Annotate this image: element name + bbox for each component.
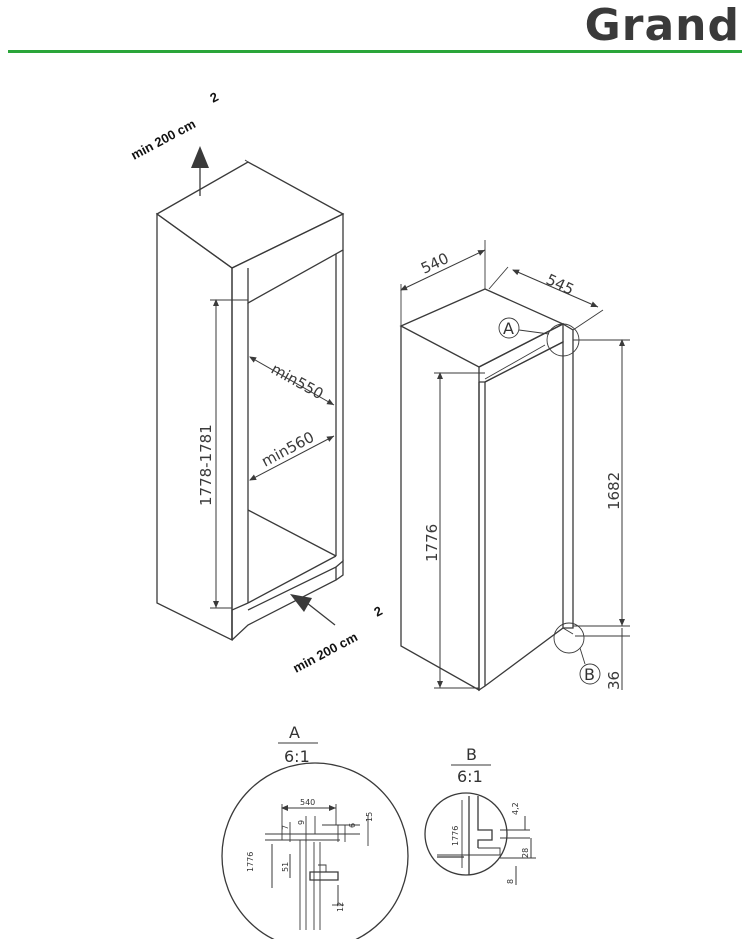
appliance-right-edge [562, 323, 574, 629]
vent-arrow-bottom [290, 594, 336, 626]
niche-height-label: 1778-1781 [197, 424, 215, 506]
niche-depth-dim-top [249, 356, 335, 406]
appliance-top [399, 288, 565, 368]
vent-label-bottom: min 200 cm [290, 629, 360, 675]
appliance-body [399, 288, 574, 692]
cabinet-top-band [231, 212, 344, 305]
detail-a-dim-12: 12 [336, 902, 345, 912]
vent-label-top: min 200 cm [128, 116, 198, 162]
detail-a-dim-6: 6 [348, 823, 357, 828]
detail-b-callout [553, 622, 601, 685]
detail-a-callout [498, 317, 580, 357]
appliance-height-dim [434, 372, 485, 689]
niche-depth-dim-mid [249, 435, 335, 481]
appliance-width-dim [400, 240, 486, 326]
detail-a-dim-51: 51 [281, 862, 290, 872]
vent-unit-bottom: 2 [371, 603, 384, 620]
detail-a-dim-7: 7 [281, 825, 290, 830]
niche-floor [247, 555, 337, 604]
detail-a-view [221, 762, 409, 939]
detail-b-dim-28: 28 [521, 848, 530, 858]
detail-b-scale: 6:1 [457, 767, 483, 786]
detail-b-title: B [466, 745, 477, 764]
detail-b-dim-42: 4,2 [511, 802, 520, 815]
appliance-door [484, 340, 564, 688]
base-gap-label: 36 [605, 671, 623, 690]
detail-a-width-label: 540 [300, 798, 315, 807]
appliance-depth-dim [488, 266, 604, 331]
detail-a-marker: A [503, 319, 514, 338]
vent-unit-top: 2 [207, 89, 220, 106]
appliance-height-label: 1776 [423, 524, 441, 562]
detail-a-dim-15: 15 [365, 812, 374, 822]
cabinet-top [155, 161, 345, 269]
cabinet-niche [155, 159, 345, 642]
detail-b-dim-8: 8 [506, 879, 515, 884]
door-height-dim [573, 339, 630, 627]
header-rule [8, 50, 742, 53]
cabinet-side-panel [156, 212, 233, 642]
vent-arrow-top [191, 146, 209, 196]
brand-logo: Grand [584, 0, 740, 51]
detail-a-scale: 6:1 [284, 747, 310, 766]
detail-a-title: A [289, 723, 300, 742]
door-height-label: 1682 [605, 472, 623, 510]
niche-depth-top-label: min550 [268, 360, 327, 403]
appliance-depth-label: 545 [543, 270, 577, 298]
niche-height-dim [210, 299, 248, 609]
detail-a-dim-1776: 1776 [246, 852, 255, 872]
detail-b-view [424, 792, 536, 885]
detail-b-marker: B [584, 665, 595, 684]
detail-b-dim-1776: 1776 [451, 826, 460, 846]
detail-a-dim-9: 9 [297, 820, 306, 825]
